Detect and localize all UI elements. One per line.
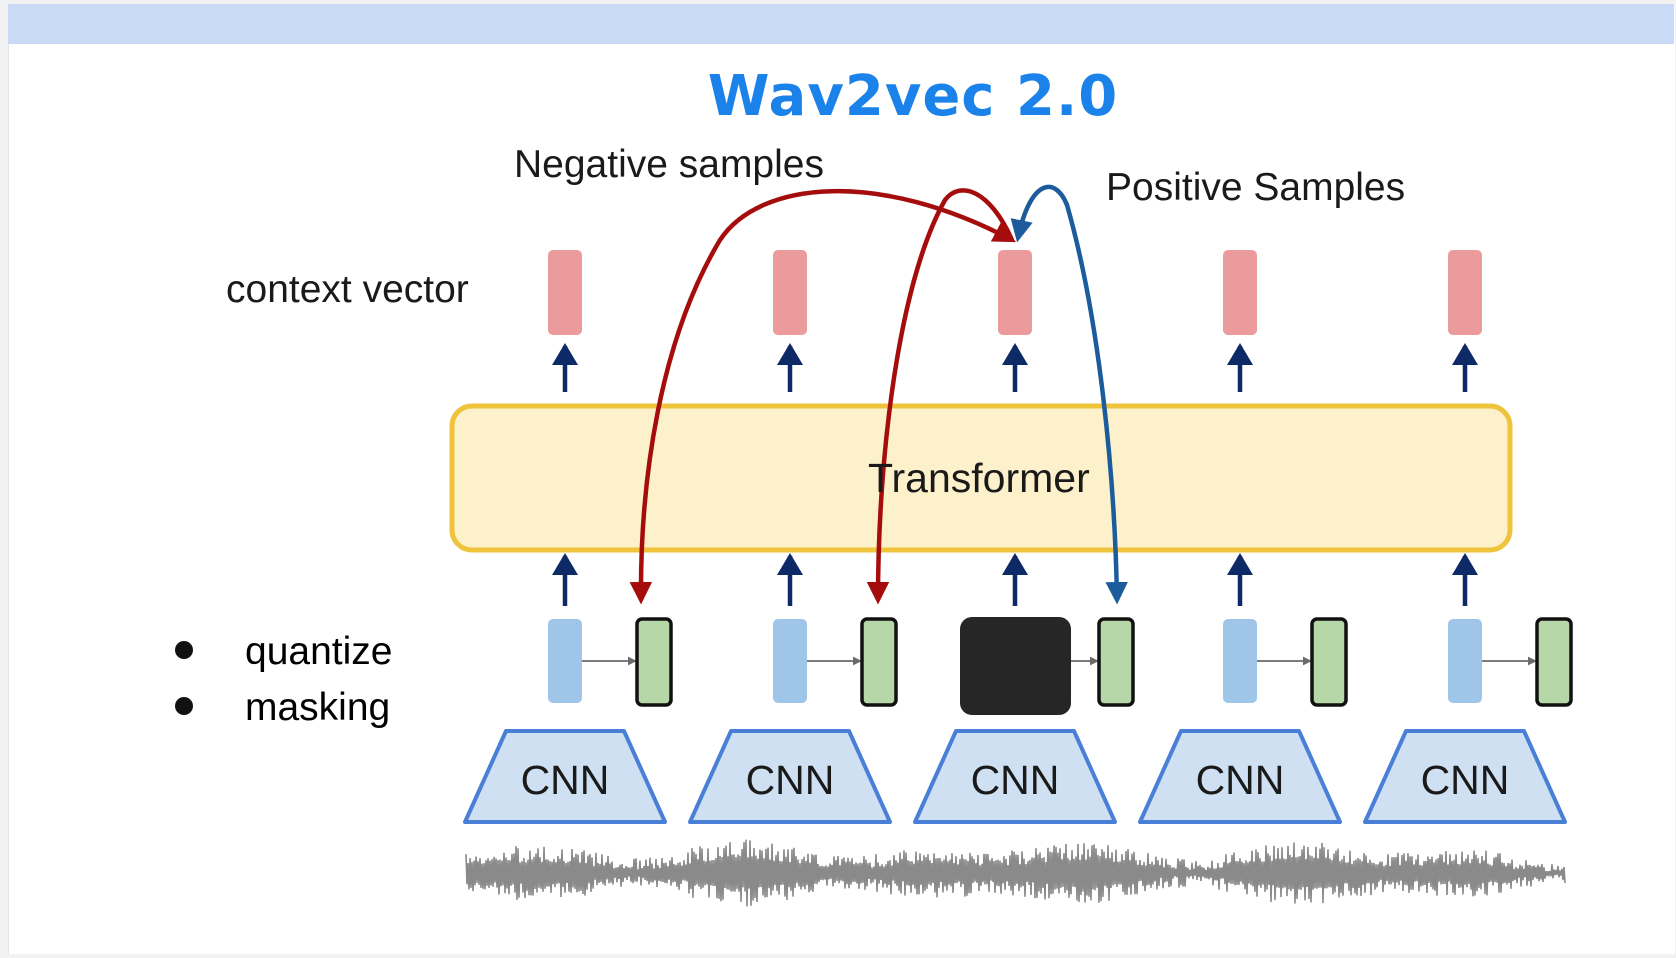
context-vector-1 [548, 250, 582, 335]
quantized-vector-1 [635, 617, 673, 707]
up-arrow-lower-head-4 [1227, 553, 1253, 575]
quantized-vector-3 [1097, 617, 1135, 707]
latent-feature-2 [773, 619, 807, 703]
bullet-text: masking [245, 686, 391, 729]
cnn-encoder-4 [1138, 729, 1342, 824]
context-vector-5 [1448, 250, 1482, 335]
transformer-label: Transformer [868, 455, 1090, 501]
cnn-label-4: CNN [1195, 757, 1285, 803]
latent-feature-5 [1448, 619, 1482, 703]
bullet-text: quantize [245, 630, 393, 673]
context-vector-2 [773, 250, 807, 335]
context-vector-4 [1223, 250, 1257, 335]
negative-sample-arrow-1 [629, 188, 1016, 605]
cnn-label-5: CNN [1420, 757, 1510, 803]
audio-waveform [465, 839, 1566, 907]
context-vector-3 [998, 250, 1032, 335]
positive-sample-arrow [1010, 184, 1128, 605]
up-arrow-lower-head-1 [552, 553, 578, 575]
positive-samples-label: Positive Samples [1106, 166, 1406, 209]
cnn-label-2: CNN [745, 757, 835, 803]
up-arrow-upper-head-2 [777, 343, 803, 365]
cnn-label-3: CNN [970, 757, 1060, 803]
diagram-title: Wav2vec 2.0 [707, 64, 1119, 129]
latent-feature-4 [1223, 619, 1257, 703]
bullet-dot [175, 640, 193, 659]
negative-samples-label: Negative samples [514, 143, 824, 186]
latent-feature-1 [548, 619, 582, 703]
up-arrow-upper-head-4 [1227, 343, 1253, 365]
top-band [8, 4, 1674, 44]
up-arrow-lower-head-2 [777, 553, 803, 575]
bullet-dot [175, 696, 193, 715]
context-vector-label: context vector [226, 268, 469, 311]
bullet-item-quantize: quantize [175, 630, 392, 674]
negative-sample-arrow-2 [866, 188, 1015, 605]
cnn-encoder-2 [688, 729, 892, 824]
up-arrow-lower-head-3 [1002, 553, 1028, 575]
up-arrow-upper-head-5 [1452, 343, 1478, 365]
mask-token-3 [960, 617, 1071, 715]
up-arrow-lower-head-5 [1452, 553, 1478, 575]
quantized-vector-4 [1310, 617, 1348, 707]
up-arrow-upper-head-3 [1002, 343, 1028, 365]
cnn-encoder-3 [913, 729, 1117, 824]
cnn-encoder-5 [1363, 729, 1567, 824]
cnn-encoder-1 [463, 729, 667, 824]
bullet-item-masking: masking [175, 686, 390, 730]
quantized-vector-2 [860, 617, 898, 707]
cnn-label-1: CNN [520, 757, 610, 803]
up-arrow-upper-head-1 [552, 343, 578, 365]
quantized-vector-5 [1535, 617, 1573, 707]
